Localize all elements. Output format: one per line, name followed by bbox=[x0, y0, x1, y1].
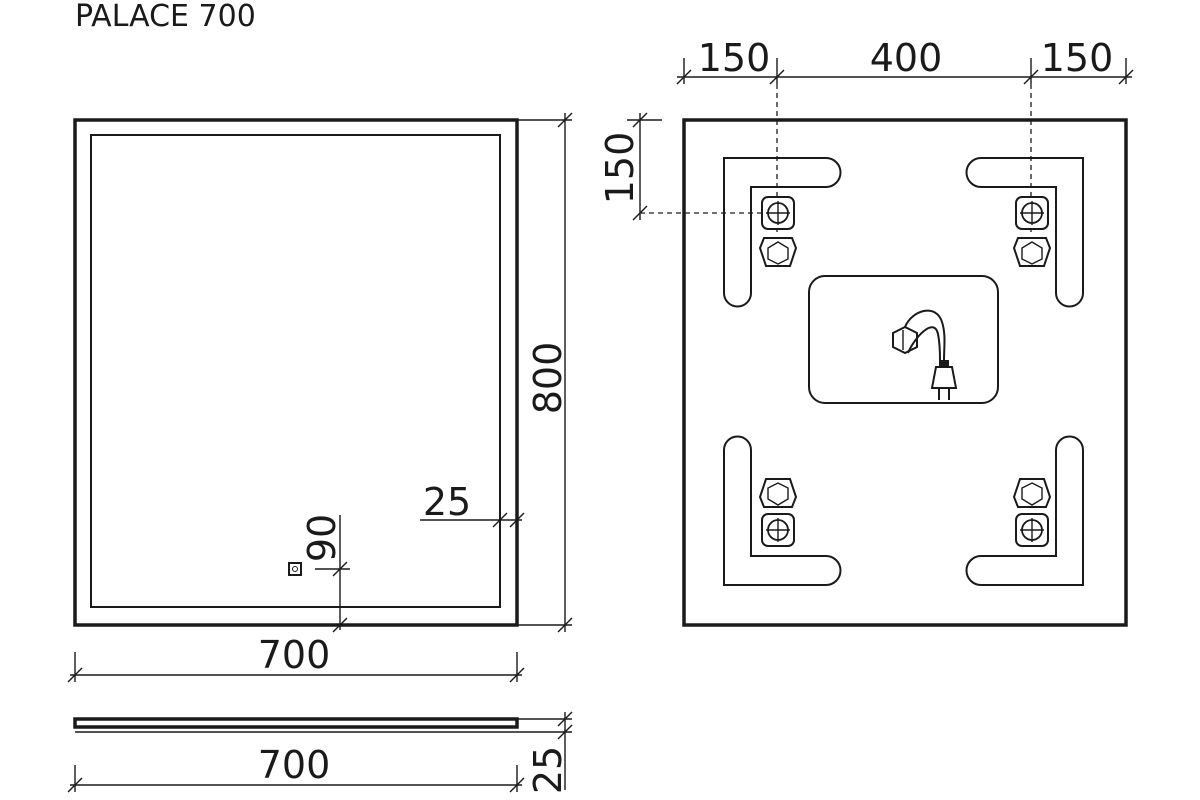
switch-offset-dimension: 90 bbox=[300, 514, 350, 633]
hex-nut-icon bbox=[1012, 237, 1052, 267]
bolt-icon bbox=[1015, 513, 1049, 547]
hex-nut-icon bbox=[758, 478, 798, 508]
power-switch-icon bbox=[288, 562, 302, 576]
power-plug-icon bbox=[892, 309, 958, 400]
top-spacing-dimensions: 150 400 150 bbox=[676, 36, 1134, 85]
electrical-box bbox=[808, 275, 999, 404]
left-spacing-label: 150 bbox=[698, 36, 771, 80]
front-width-dimension: 700 bbox=[67, 633, 525, 683]
top-offset-dimension: 150 bbox=[598, 112, 662, 221]
led-inset-label: 25 bbox=[423, 480, 471, 524]
hex-nut-icon bbox=[758, 237, 798, 267]
side-width-label: 700 bbox=[258, 743, 331, 787]
mounting-bracket-bottom-right bbox=[965, 435, 1084, 586]
mounting-bracket-top-left bbox=[723, 157, 842, 308]
center-spacing-label: 400 bbox=[870, 36, 943, 80]
hex-nut-icon bbox=[1012, 478, 1052, 508]
bolt-icon bbox=[761, 196, 795, 230]
side-view: 25 700 bbox=[67, 711, 573, 794]
mirror-outline bbox=[73, 118, 519, 627]
depth-label: 25 bbox=[526, 746, 570, 794]
height-dimension: 800 bbox=[517, 112, 573, 633]
drawing-title: PALACE 700 bbox=[75, 0, 256, 34]
mounting-bracket-top-right bbox=[965, 157, 1084, 308]
front-width-label: 700 bbox=[258, 633, 331, 677]
bolt-icon bbox=[1015, 196, 1049, 230]
front-view: 800 25 90 700 bbox=[67, 112, 573, 683]
back-view: 150 400 150 150 bbox=[598, 36, 1134, 627]
height-label: 800 bbox=[526, 342, 570, 415]
centerlines bbox=[640, 84, 1032, 232]
right-spacing-label: 150 bbox=[1041, 36, 1114, 80]
led-inset-dimension: 25 bbox=[420, 480, 525, 528]
top-spacing-label: 150 bbox=[598, 132, 642, 205]
back-panel-outline bbox=[682, 118, 1128, 627]
mounting-bracket-bottom-left bbox=[723, 435, 842, 586]
led-strip-outline bbox=[90, 134, 501, 608]
switch-offset-label: 90 bbox=[300, 514, 344, 562]
bolt-icon bbox=[761, 513, 795, 547]
mirror-profile bbox=[73, 717, 519, 729]
